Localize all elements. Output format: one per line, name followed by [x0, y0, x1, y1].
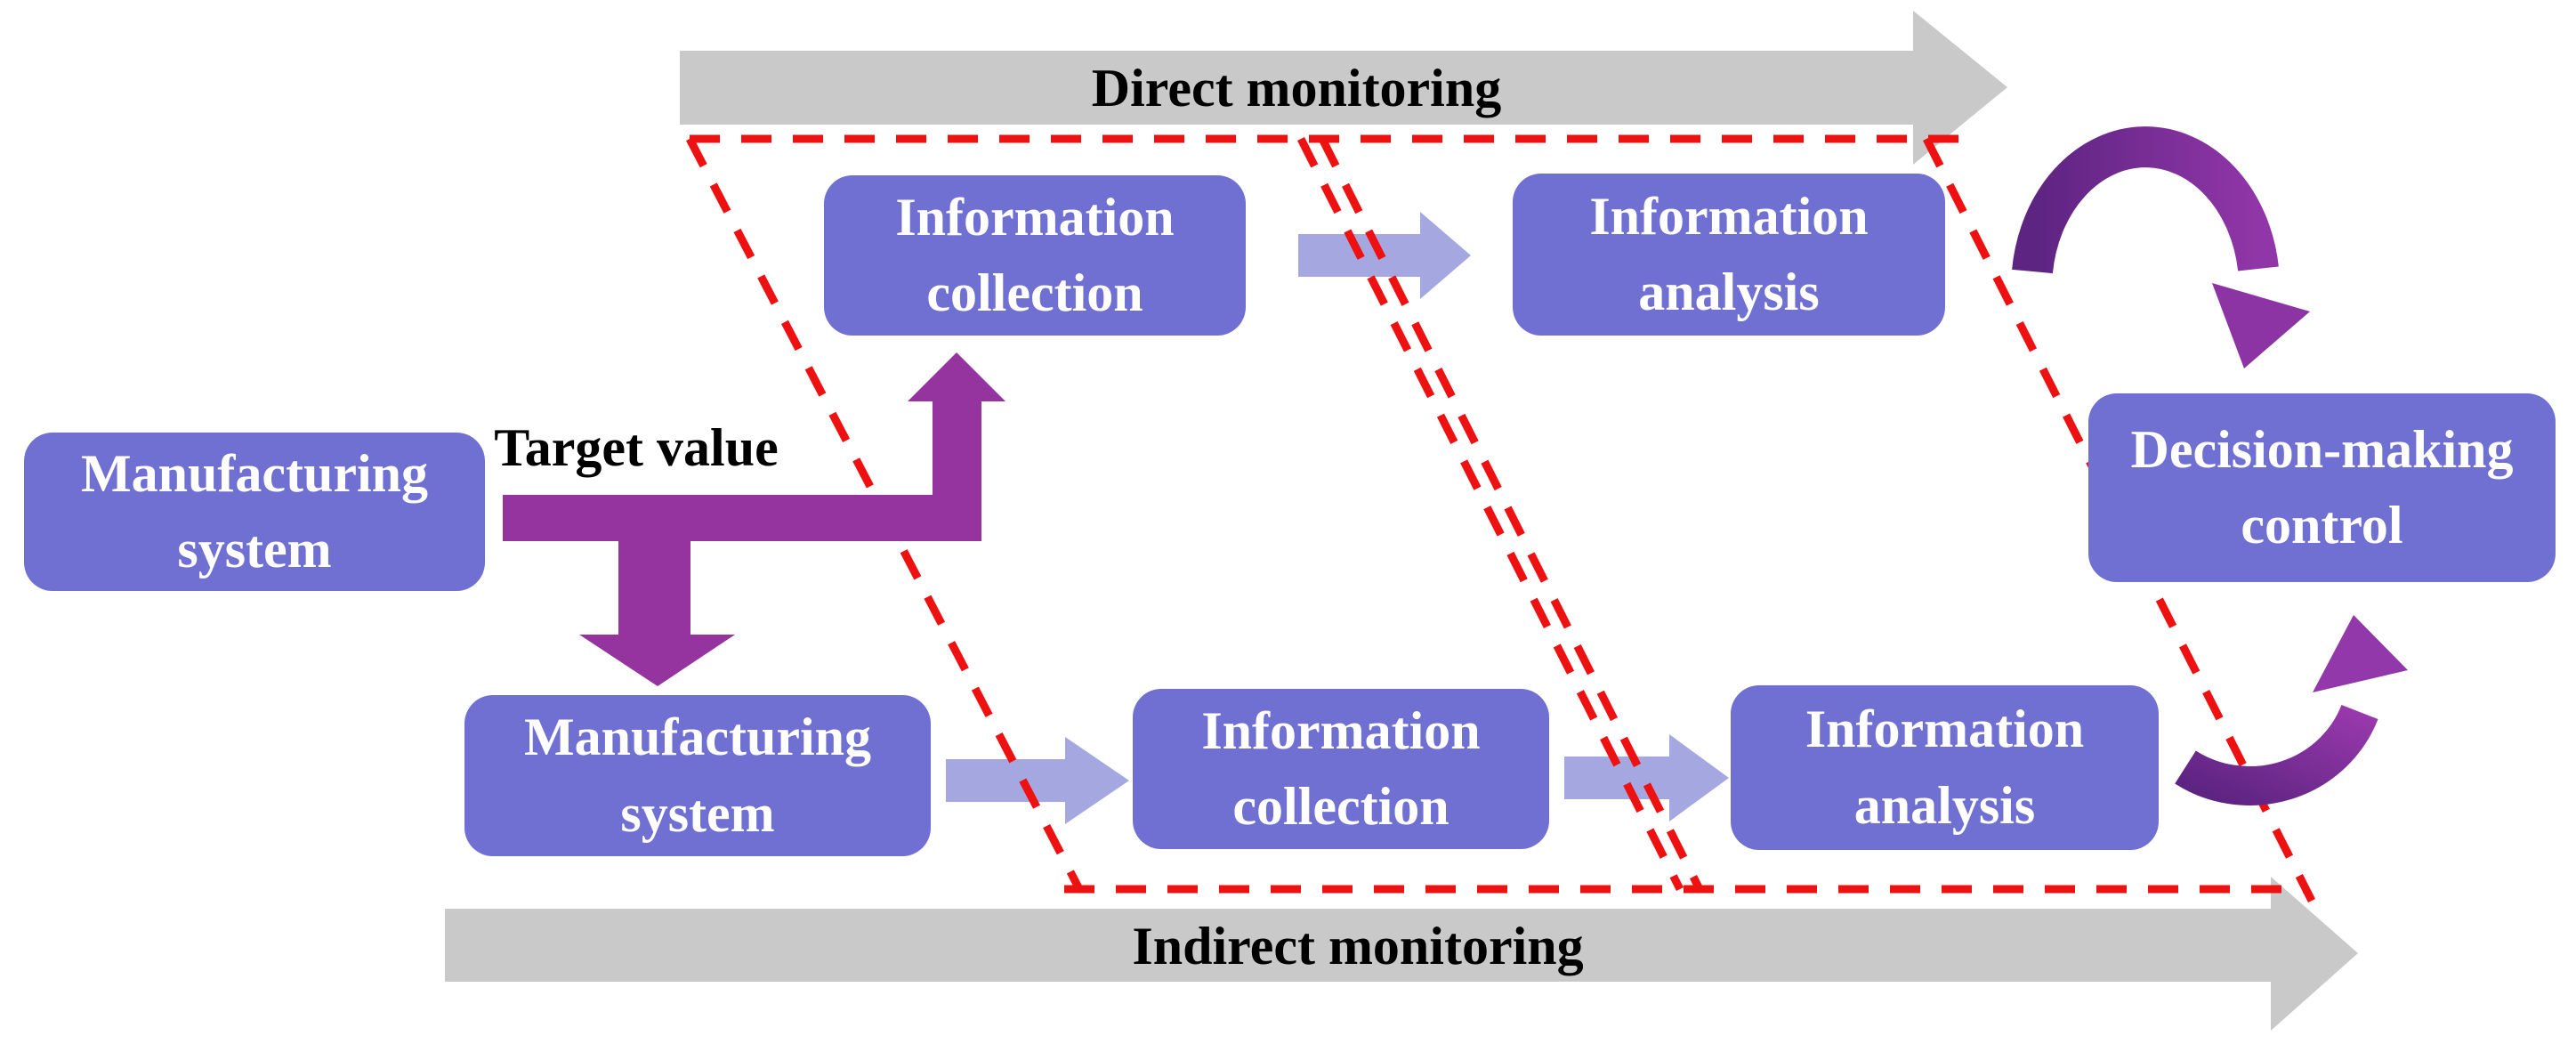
target-value-arrowhead-down — [579, 635, 735, 686]
flow-arrow-manufacturing-to-collection-indirect — [946, 737, 1129, 824]
direct-monitoring-label: Direct monitoring — [1091, 58, 1502, 117]
curved-arrow-direct-to-decision — [2012, 126, 2310, 368]
dashed-boundary-mid-left-diagonal — [1296, 136, 1684, 892]
box-manufacturing-system-indirect: Manufacturing system — [464, 695, 931, 856]
indirect-monitoring-arrow — [445, 877, 2358, 1031]
box-manufacturing-system-source: Manufacturing system — [24, 433, 485, 591]
target-value-arrowhead-up — [908, 352, 1005, 401]
curved-arrow-direct-head — [2212, 283, 2310, 368]
dashed-boundary-mid-right-diagonal — [1318, 136, 1704, 892]
target-value-arrow — [503, 401, 981, 635]
indirect-monitoring-label: Indirect monitoring — [1132, 916, 1584, 975]
box-decision-making-control: Decision-making control — [2088, 393, 2556, 582]
box-information-collection-direct: Information collection — [824, 175, 1246, 336]
curved-arrow-indirect-to-decision — [2175, 615, 2408, 805]
flow-arrow-collection-to-analysis-indirect — [1564, 734, 1729, 821]
curved-arrow-indirect-head — [2313, 615, 2408, 692]
direct-monitoring-arrow — [680, 11, 2007, 165]
box-information-collection-indirect: Information collection — [1133, 689, 1549, 849]
box-information-analysis-indirect: Information analysis — [1731, 685, 2159, 850]
box-information-analysis-direct: Information analysis — [1513, 174, 1945, 336]
target-value-label: Target value — [494, 417, 779, 477]
